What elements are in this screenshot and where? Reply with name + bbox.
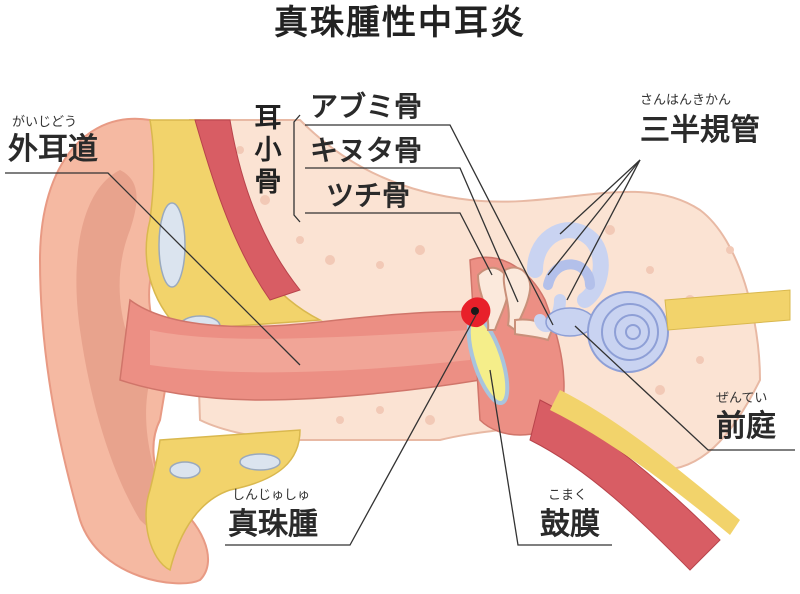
label-ossicles: 耳小骨 <box>254 103 282 198</box>
ruby-external-canal: がいじどう <box>12 115 78 130</box>
ruby-eardrum: こまく <box>548 488 588 503</box>
auditory-nerve <box>664 289 791 331</box>
ear-canal-highlight <box>150 330 470 373</box>
leader-incus <box>305 167 519 303</box>
label-semicircular: 三半規管 <box>640 113 760 148</box>
ruby-cholesteatoma: しんじゅしゅ <box>232 488 311 503</box>
semicircular-canal-loop-2 <box>543 259 595 290</box>
leader-malleus <box>305 212 493 276</box>
cochlea-ring-1 <box>601 303 659 361</box>
vestibule <box>545 307 595 337</box>
leader-eardrum <box>489 369 612 546</box>
label-eardrum: 鼓膜 <box>540 507 600 542</box>
leader-lines <box>5 114 795 546</box>
leader-semicircular-3 <box>566 159 641 301</box>
leader-external-canal <box>5 172 301 366</box>
inner-ear <box>527 222 669 373</box>
leader-cholesteatoma <box>225 314 477 546</box>
cochlea-ring-2 <box>614 314 650 350</box>
eustachian-lining <box>550 390 740 535</box>
leader-stapes <box>305 124 554 326</box>
leader-semicircular-2 <box>547 159 641 276</box>
label-cholesteatoma: 真珠腫 <box>228 507 318 542</box>
muscle-band-upper <box>194 119 301 301</box>
leader-semicircular-1 <box>559 159 641 235</box>
semicircular-canal-loop <box>527 222 609 308</box>
label-incus: キヌタ骨 <box>310 134 423 167</box>
page-title: 真珠腫性中耳炎 <box>274 3 526 43</box>
label-external-canal: 外耳道 <box>8 132 98 167</box>
ruby-vestibule: ぜんてい <box>716 391 768 406</box>
leader-vestibule <box>574 325 795 451</box>
cochlea <box>587 291 669 373</box>
leader-ossicles-bracket <box>293 114 301 223</box>
cochlea-ring-3 <box>625 324 641 340</box>
cholesteatoma-core <box>471 307 479 315</box>
label-vestibule: 前庭 <box>716 409 776 444</box>
ruby-semicircular: さんはんきかん <box>640 93 732 108</box>
label-stapes: アブミ骨 <box>310 90 423 123</box>
label-malleus: ツチ骨 <box>326 179 411 212</box>
